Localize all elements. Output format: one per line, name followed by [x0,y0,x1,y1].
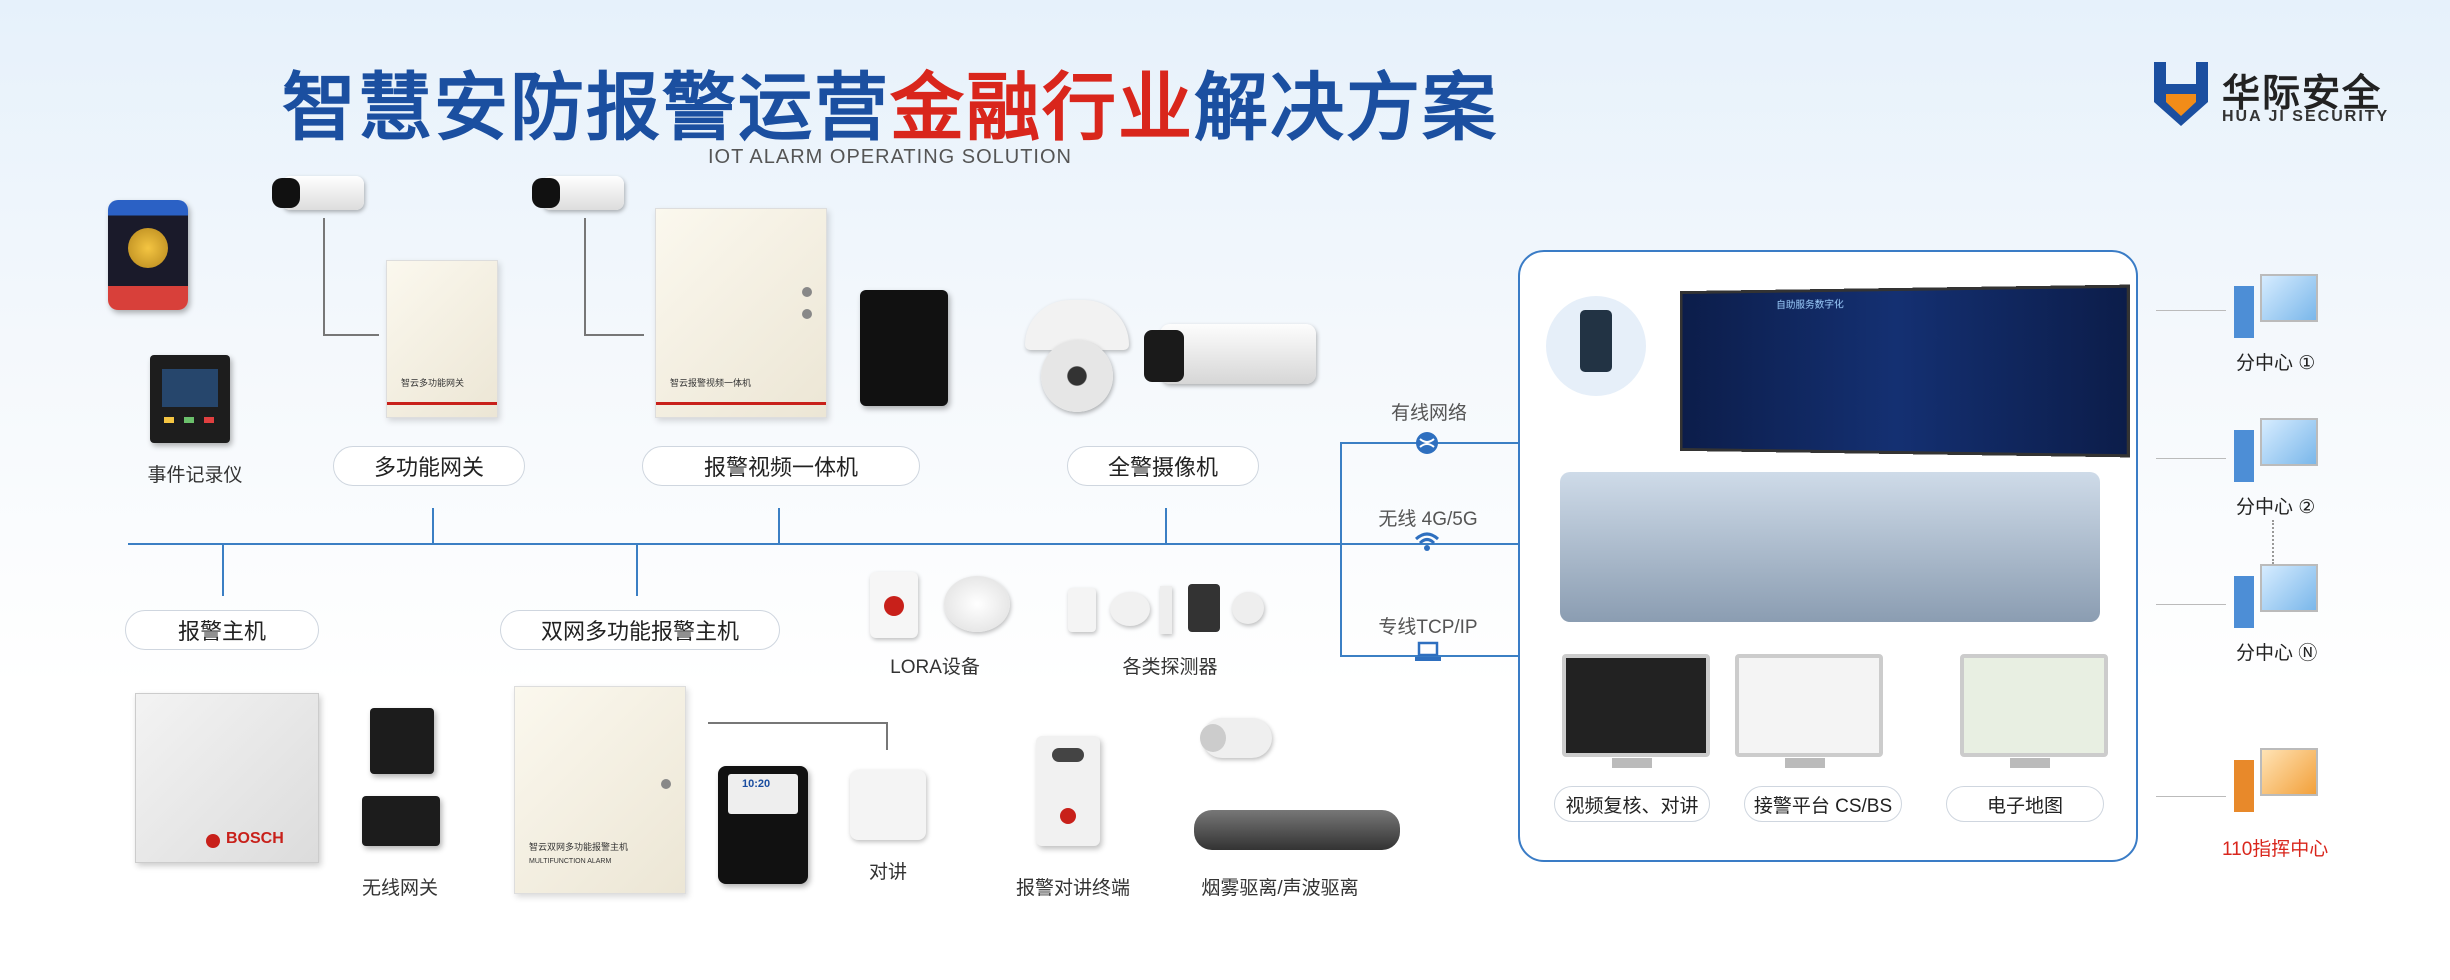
logo-en-text: HUA JI SECURITY [2222,108,2390,125]
video-review-label: 视频复核、对讲 [1554,786,1710,822]
bullet-camera-1 [270,172,365,218]
lora-panic-button [870,572,918,638]
shield-logo-icon [2154,62,2208,126]
lora-label: LORA设备 [890,657,980,678]
private-line-label: 专线TCP/IP [1378,617,1478,638]
event-recorder-label: 事件记录仪 [147,465,243,486]
cs-bs-monitor [1735,654,1883,757]
dual-net-host-label: 双网多功能报警主机 [500,610,780,650]
wired-network-label: 有线网络 [1390,403,1467,424]
glass-break-detector [1188,584,1220,632]
intercom-label: 对讲 [868,862,907,883]
bosch-logo-icon [206,834,220,848]
gateway-box: 智云多功能网关 [386,260,498,418]
detectors-label: 各类探测器 [1122,657,1218,678]
smoke-sonic-label: 烟雾驱离/声波驱离 [1201,878,1359,899]
police-emblem-icon [128,228,168,268]
touch-keypad-device: 10:20 [718,766,808,884]
video-alarm-box: 智云报警视频一体机 [655,208,827,418]
video-wall-title: 自助服务数字化 [1776,299,1844,312]
sub-center-1-pc [2234,274,2318,344]
pir-detector [1068,588,1096,632]
smoke-deterrent-device [1194,714,1276,786]
smoke-detector [1110,592,1150,626]
door-sensor [1160,586,1172,634]
round-detector [1232,592,1264,624]
dome-camera [1025,300,1129,416]
company-logo: 华际安全 HUA JI SECURITY [2150,58,2390,138]
siren-device [108,200,188,310]
wireless-network-label: 无线 4G/5G [1378,509,1478,530]
dual-box-en-text: MULTIFUNCTION ALARM [529,858,612,865]
laptop-icon [1415,641,1441,661]
intercom-speaker [850,770,926,840]
gateway-box-text: 智云多功能网关 [401,378,465,388]
monitoring-platform-panel: 自助服务数字化 视频复核、对讲 接警平台 CS/BS 电子地图 [1518,250,2138,862]
large-bullet-camera [1140,318,1316,412]
sub-center-2-pc [2234,418,2318,488]
video-alarm-label: 报警视频一体机 [642,446,920,486]
control-console [1560,472,2100,622]
gateway-label: 多功能网关 [333,446,525,486]
video-wall: 自助服务数字化 [1679,284,2130,458]
video-box-text: 智云报警视频一体机 [670,378,752,388]
video-review-monitor [1562,654,1710,757]
title-part-3: 解决方案 [1194,65,1498,151]
wifi-icon [1414,532,1440,551]
cs-bs-label: 接警平台 CS/BS [1744,786,1902,822]
mobile-app-icon [1546,296,1646,396]
dual-net-host-box: 智云双网多功能报警主机 MULTIFUNCTION ALARM [514,686,686,894]
sub-center-2-label: 分中心 ② [2236,497,2316,518]
wireless-gateway-label: 无线网关 [361,878,438,899]
sub-center-n-pc [2234,564,2318,634]
wireless-gateway-1 [370,708,434,774]
command-center-110-pc [2234,748,2318,818]
sub-center-1-label: 分中心 ① [2236,353,2316,374]
page-subtitle: IOT ALARM OPERATING SOLUTION [708,146,1072,168]
keypad-time: 10:20 [742,778,771,790]
alarm-host-label: 报警主机 [125,610,319,650]
sonic-deterrent-device [1194,810,1400,850]
main-bus-line [128,543,1518,545]
bosch-text: BOSCH [226,830,284,847]
electronic-map-monitor [1960,654,2108,757]
alert-camera-label: 全警摄像机 [1067,446,1259,486]
alarm-terminal-label: 报警对讲终端 [1015,878,1130,899]
logo-cn-text: 华际安全 [2222,71,2383,115]
network-globe-icon [1416,432,1438,454]
page-title: 智慧安防报警运营金融行业解决方案 [0,48,1780,155]
bullet-camera-2 [530,172,625,218]
sub-center-n-label: 分中心 Ⓝ [2236,643,2318,664]
keypad-device [860,290,948,406]
command-center-110-label: 110指挥中心 [2222,839,2329,860]
event-recorder-device [150,355,230,443]
title-part-2: 金融行业 [890,65,1194,151]
wireless-gateway-2 [362,796,440,846]
alarm-intercom-terminal [1036,736,1100,846]
dual-box-text: 智云双网多功能报警主机 [529,842,629,852]
title-part-1: 智慧安防报警运营 [282,65,890,151]
lora-smoke-detector [944,576,1010,632]
bosch-alarm-host: BOSCH [135,693,319,863]
electronic-map-label: 电子地图 [1946,786,2104,822]
